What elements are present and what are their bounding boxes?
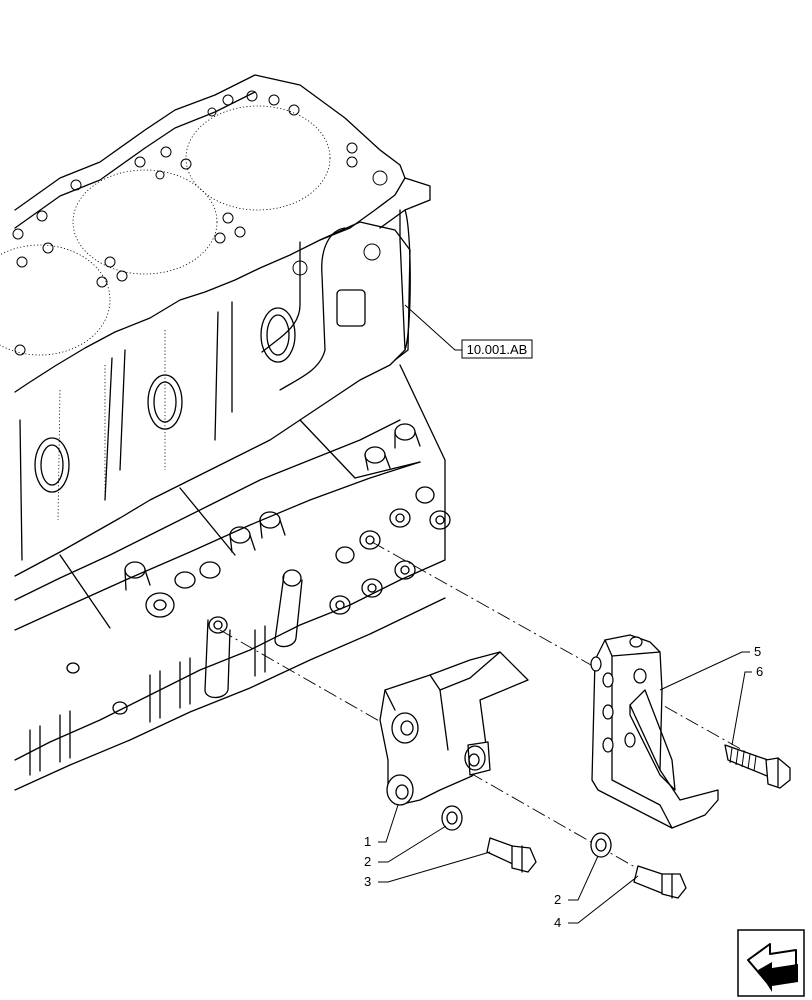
rail-slots xyxy=(29,625,266,776)
part-6-bolt xyxy=(724,744,791,789)
part-3-bolt xyxy=(486,837,537,873)
callout-3: 3 xyxy=(364,874,371,889)
reference-label-text: 10.001.AB xyxy=(467,342,528,357)
part-1-bracket xyxy=(379,651,529,806)
callout-2-left: 2 xyxy=(364,854,371,869)
reference-label[interactable]: 10.001.AB xyxy=(461,339,533,359)
washer-left xyxy=(441,805,463,831)
callout-numbers: 1 2 3 5 6 2 4 xyxy=(364,644,763,930)
callout-1: 1 xyxy=(364,834,371,849)
callout-4: 4 xyxy=(554,915,561,930)
engine-block xyxy=(0,74,451,791)
boss-tubes xyxy=(124,423,421,618)
part-4-bolt xyxy=(633,865,687,899)
mounting-bosses xyxy=(204,486,451,699)
callout-5: 5 xyxy=(754,644,761,659)
next-page-arrow-icon[interactable] xyxy=(737,929,805,997)
callout-6: 6 xyxy=(756,664,763,679)
callout-leaders xyxy=(378,304,752,924)
assembly-centerlines xyxy=(219,541,779,871)
callout-2-right: 2 xyxy=(554,892,561,907)
washer-right xyxy=(590,832,612,858)
part-5-l-bracket xyxy=(590,634,719,829)
